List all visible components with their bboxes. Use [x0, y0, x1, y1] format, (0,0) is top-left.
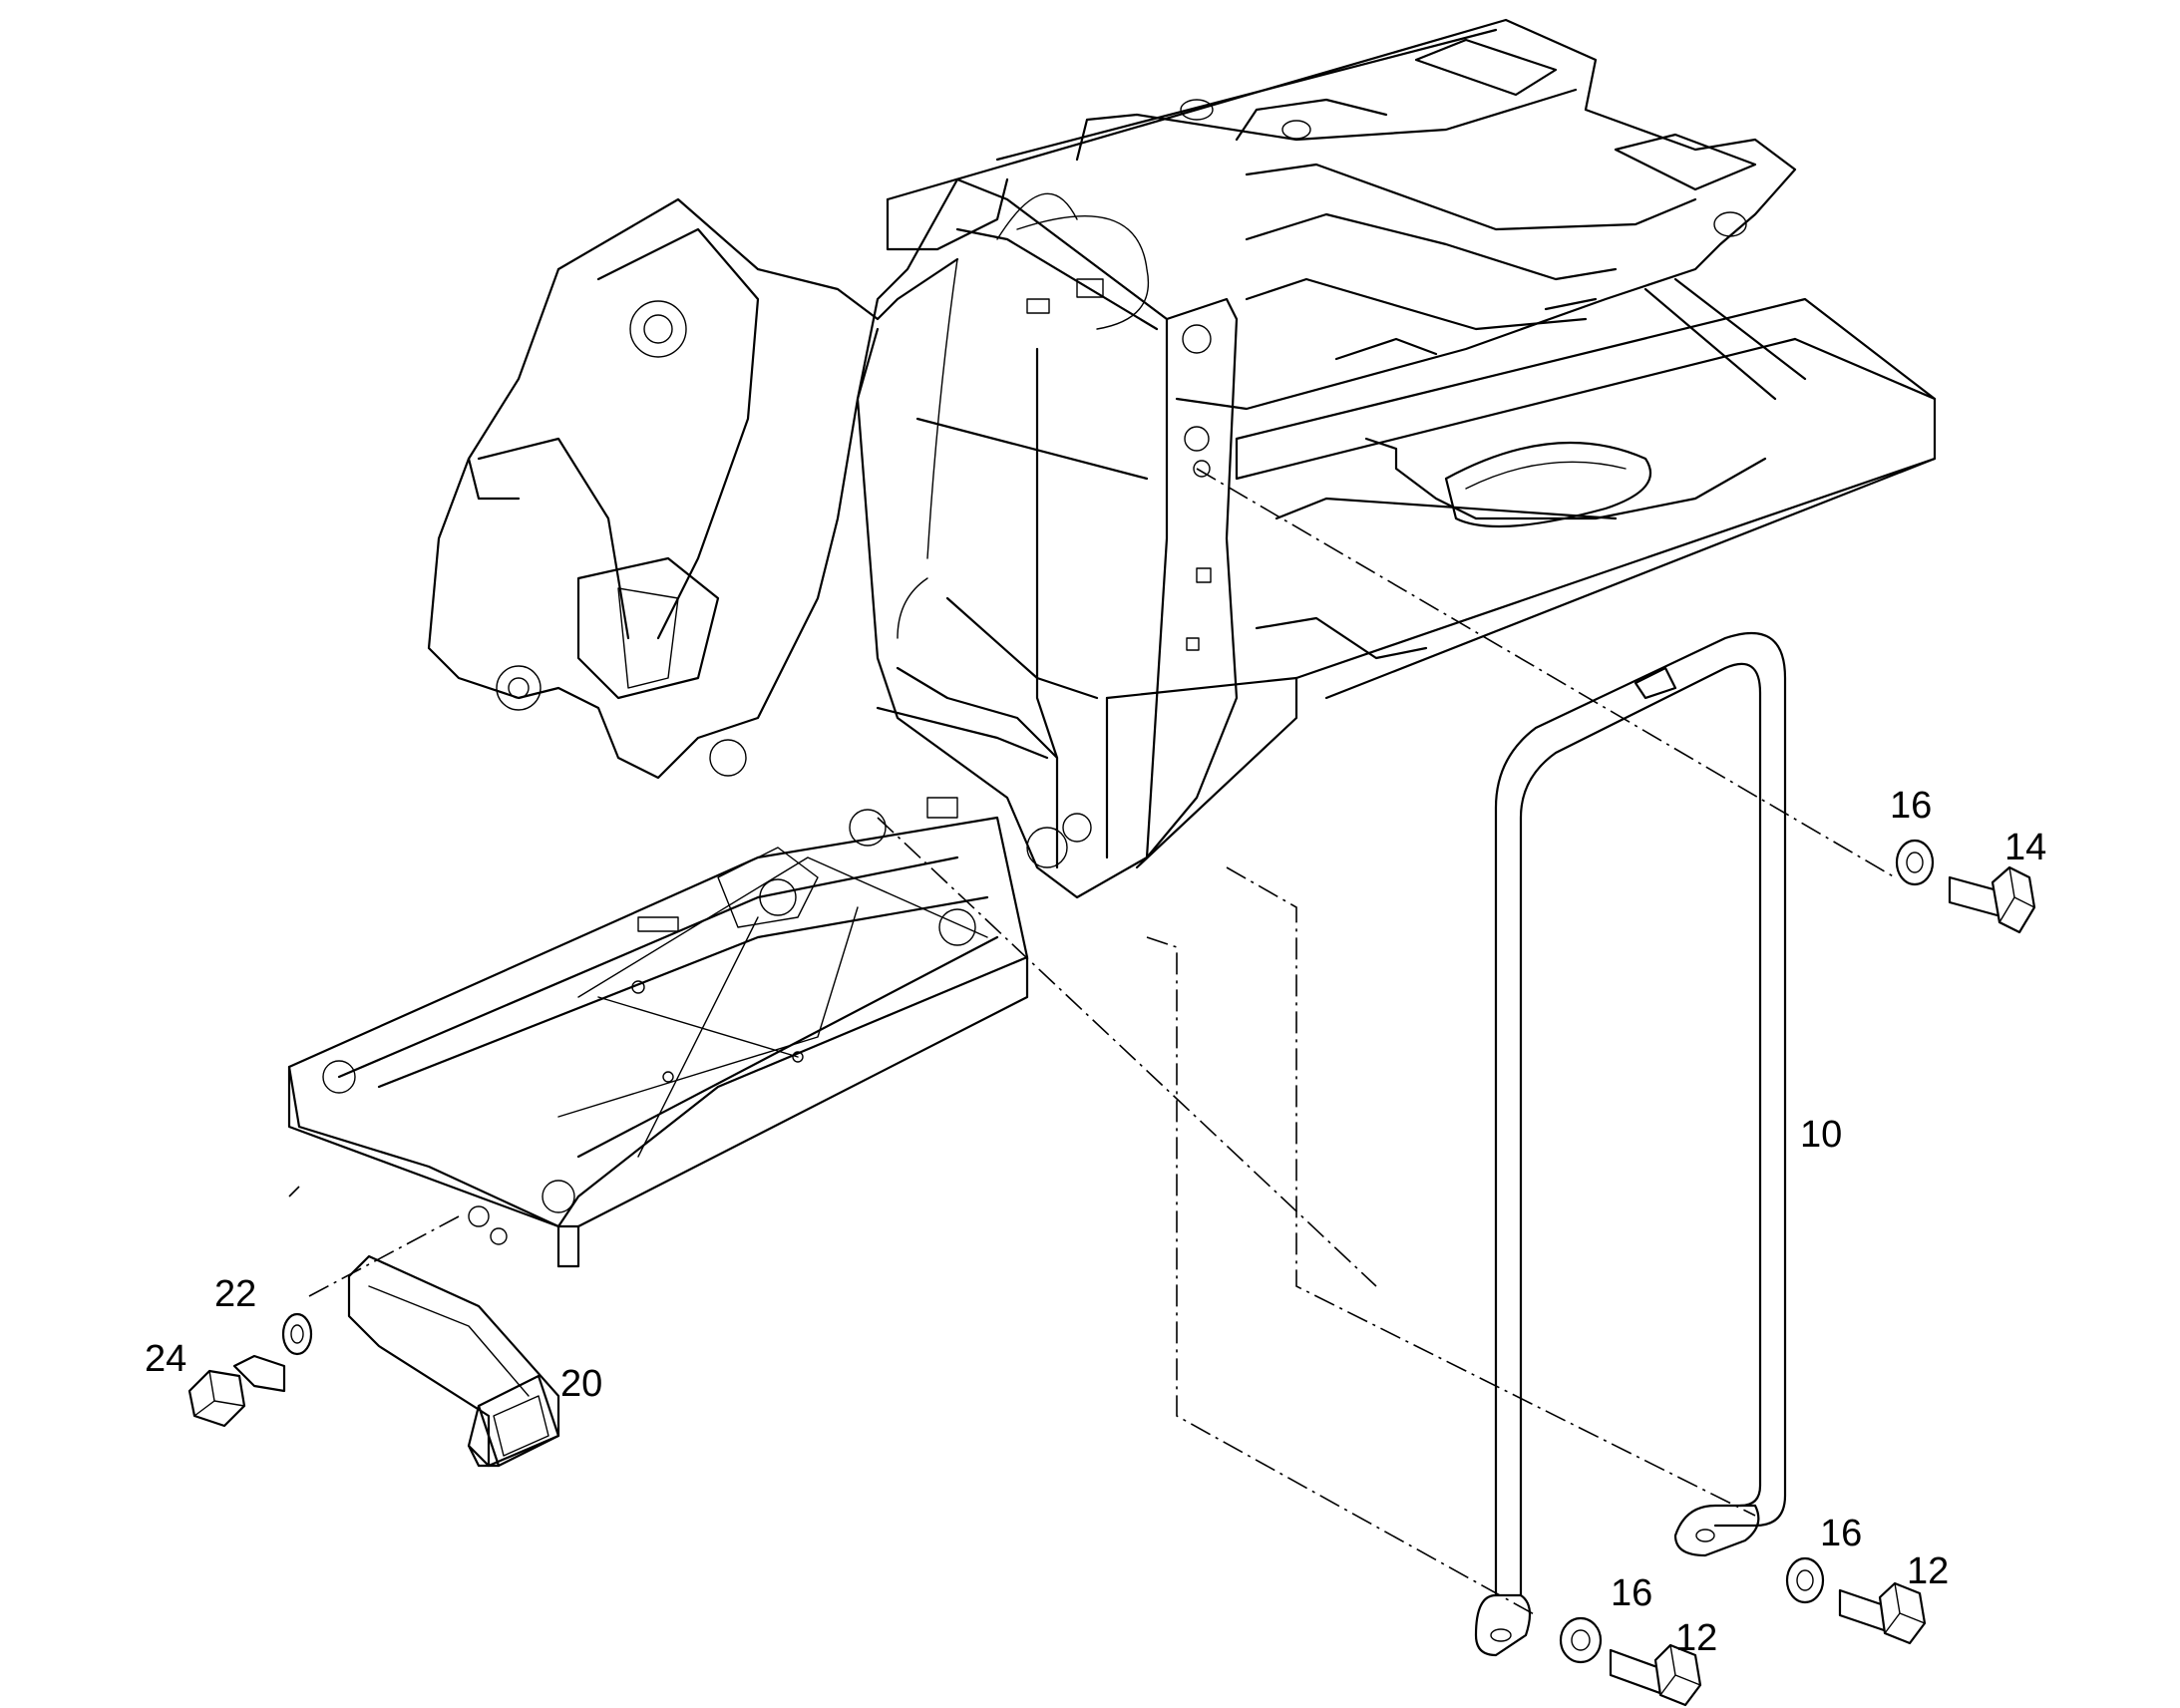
- main-frame: [287, 18, 1937, 1268]
- callout-16-bottom-left: 16: [1611, 1572, 1652, 1614]
- washer-part-16-bottom-left[interactable]: [1559, 1616, 1603, 1664]
- leader-lines: [288, 468, 1896, 1616]
- bolt-part-12-bottom-right[interactable]: [1838, 1581, 1927, 1645]
- callout-labels: 10 16 14 16 12 16 12 20 22 24: [145, 785, 2046, 1659]
- washer-part-16-top[interactable]: [1895, 839, 1935, 886]
- step-bracket-part-20[interactable]: [347, 1254, 560, 1468]
- callout-12-bottom-left: 12: [1675, 1617, 1717, 1659]
- callout-16-top: 16: [1890, 785, 1932, 827]
- callout-12-bottom-right: 12: [1907, 1550, 1949, 1592]
- bolt-part-12-bottom-left[interactable]: [1609, 1643, 1702, 1707]
- washer-part-22[interactable]: [281, 1312, 313, 1356]
- washer-part-16-bottom-right[interactable]: [1785, 1556, 1825, 1604]
- callout-20: 20: [560, 1363, 602, 1405]
- handrail-part-10[interactable]: [1474, 631, 1787, 1657]
- bolt-part-14[interactable]: [1948, 865, 2036, 934]
- callout-10: 10: [1800, 1114, 1842, 1156]
- callout-16-bottom-right: 16: [1820, 1513, 1862, 1554]
- callout-14: 14: [2004, 827, 2046, 868]
- callout-22: 22: [214, 1273, 256, 1315]
- bolt-part-24[interactable]: [187, 1354, 286, 1428]
- callout-24: 24: [145, 1338, 186, 1380]
